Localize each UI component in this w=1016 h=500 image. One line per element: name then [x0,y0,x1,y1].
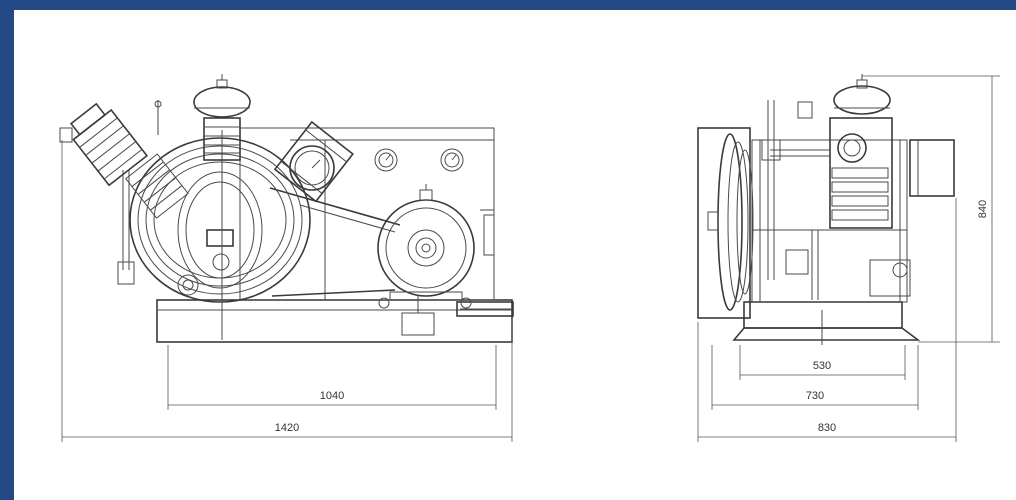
dim-label-530: 530 [813,360,831,372]
front-motor [377,184,475,309]
front-large-gauge [289,145,335,191]
front-flywheel [129,130,311,340]
dim-label-730: 730 [806,390,824,402]
dim-label-1040: 1040 [320,390,344,402]
dim-label-840: 840 [977,200,989,218]
side-dimensions [697,75,1000,442]
dim-label-1420: 1420 [275,422,299,434]
dim-label-830: 830 [818,422,836,434]
front-base-block [401,312,435,336]
front-frame [239,127,495,301]
front-gauge-right [440,148,464,172]
front-cylinder-left [69,102,149,187]
side-motor [909,139,955,197]
front-cylinder-right [273,120,354,203]
front-view [59,74,514,343]
side-cylinder-head [829,74,893,229]
side-view [697,74,955,345]
side-pulley-housing [697,127,751,319]
front-base-skid [156,299,513,343]
side-base [743,301,903,329]
front-cylinder-center [193,74,251,161]
front-gauge-left [374,148,398,172]
front-dimensions [61,140,513,442]
